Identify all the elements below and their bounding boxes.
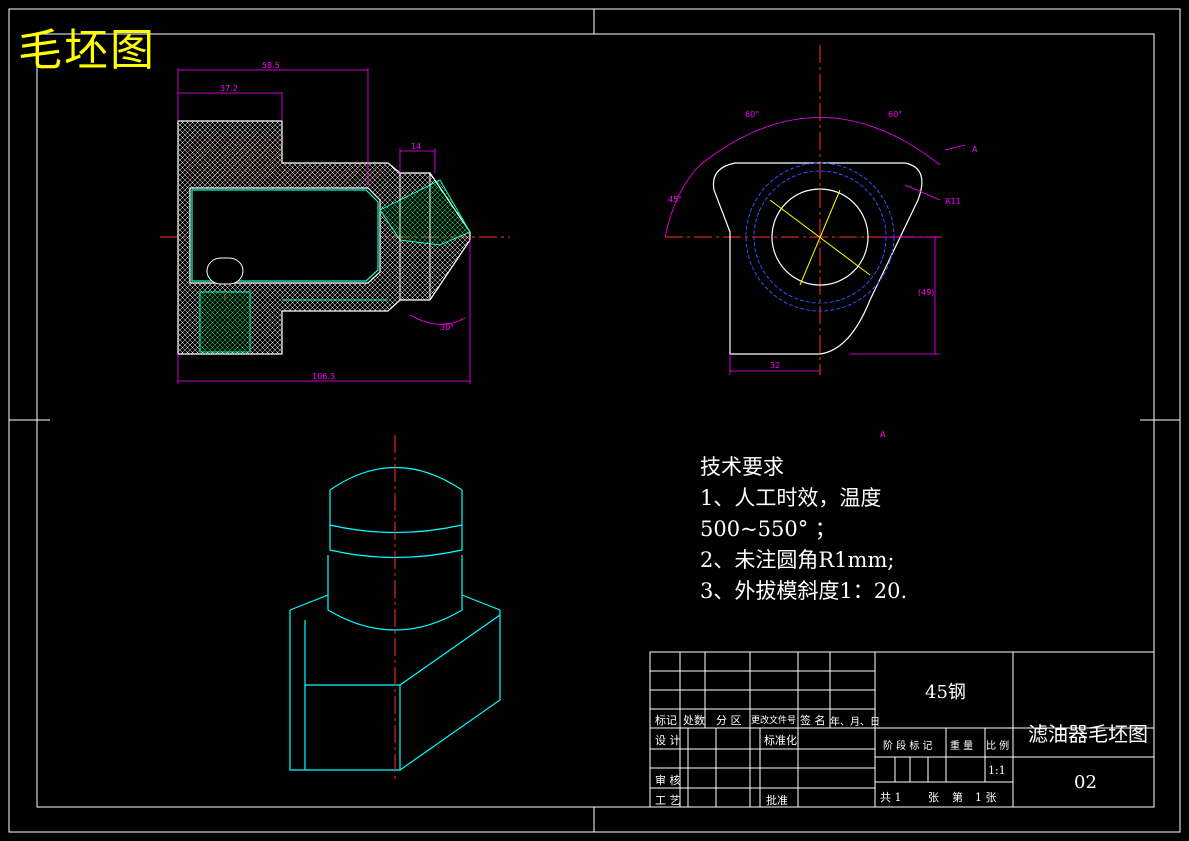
- centering-marks: [9, 9, 1180, 832]
- tb-zhang1: 张: [928, 791, 939, 804]
- dim-106-3: 106.3: [312, 372, 335, 381]
- title-block: [649, 651, 1155, 808]
- tb-di: 第: [952, 791, 963, 804]
- tb-chushu: 处数: [683, 714, 705, 727]
- scale-value: 1:1: [988, 764, 1006, 777]
- tb-qianming: 签 名: [800, 714, 826, 727]
- section-view: [160, 68, 510, 384]
- side-view: [664, 45, 966, 375]
- material-label: 45钢: [925, 682, 966, 703]
- section-mark-a-2: A: [880, 430, 886, 439]
- tb-pizhun: 批准: [766, 794, 788, 807]
- dim-37-2: 37.2: [220, 84, 238, 93]
- tb-gong: 共 1: [880, 791, 902, 804]
- tb-zhang2: 1 张: [975, 791, 997, 804]
- tb-shenhe: 审 核: [655, 774, 681, 787]
- dim-49: (49): [918, 288, 934, 297]
- dim-60-deg-right: 60°: [888, 110, 902, 119]
- part-name: 滤油器毛坯图: [1028, 722, 1148, 746]
- tb-fenqu: 分 区: [716, 714, 742, 727]
- tb-biaoji: 标记: [655, 714, 677, 727]
- dim-32: 32: [770, 361, 780, 370]
- tb-gongyi: 工 艺: [655, 794, 681, 807]
- dim-58-5: 58.5: [262, 61, 280, 70]
- tech-item-4: 3、外拔模斜度1：20.: [700, 579, 908, 603]
- dim-45-deg: 45°: [668, 195, 682, 204]
- dim-30-deg: 30°: [440, 323, 454, 332]
- technical-requirements: 技术要求 1、人工时效，温度 500~550° ； 2、未注圆角R1mm; 3、…: [700, 452, 907, 607]
- dim-14: 14: [411, 142, 421, 151]
- tech-item-2: 500~550° ；: [700, 517, 836, 541]
- tech-heading: 技术要求: [700, 455, 784, 479]
- dim-r11: R11: [945, 197, 961, 206]
- tb-genggai: 更改文件号: [751, 716, 797, 726]
- tech-item-3: 2、未注圆角R1mm;: [700, 548, 895, 572]
- tb-zhongliang: 重 量: [950, 741, 974, 752]
- section-mark-a: A: [972, 145, 978, 154]
- drawing-title: 毛坯图: [18, 25, 156, 76]
- isometric-view: [289, 467, 501, 771]
- tb-sheji: 设 计: [655, 734, 681, 747]
- tb-riqi: 年、月、日: [830, 717, 880, 728]
- dim-60-deg-left: 60°: [745, 110, 759, 119]
- tb-biaozhunhua: 标准化: [764, 734, 797, 747]
- drawing-number: 02: [1074, 772, 1097, 793]
- tb-bili: 比 例: [986, 741, 1010, 752]
- tech-item-1: 1、人工时效，温度: [700, 486, 882, 510]
- tb-jieduan: 阶 段 标 记: [883, 741, 933, 752]
